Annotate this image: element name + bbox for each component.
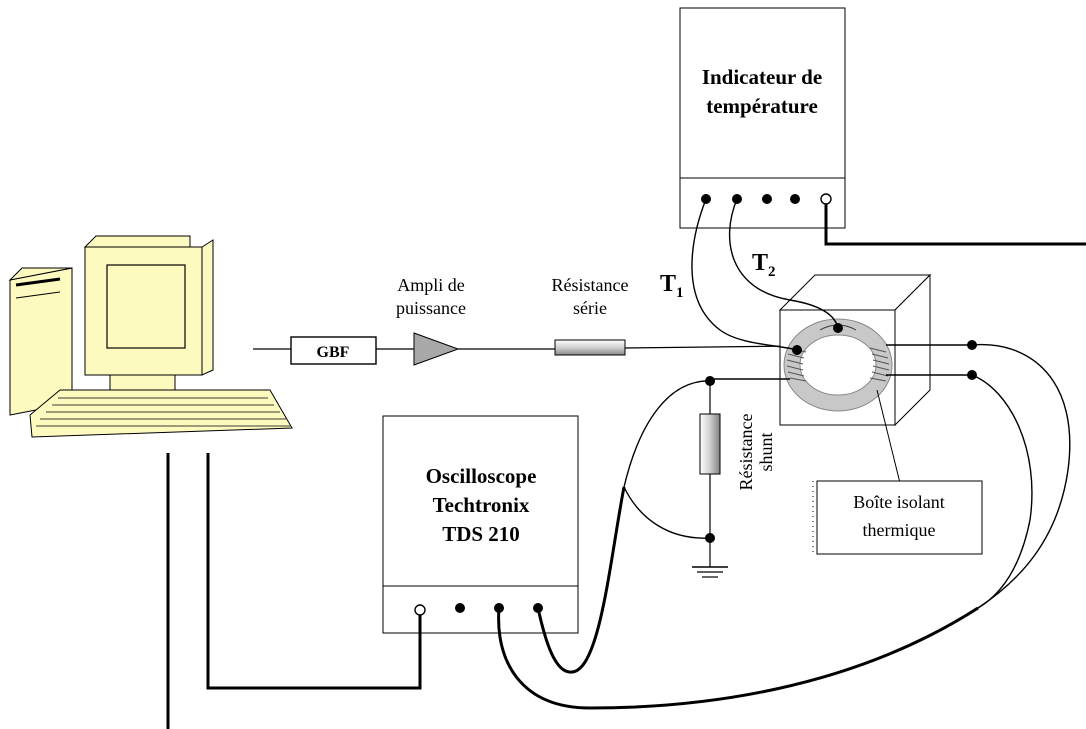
thermocouple-t1-wire xyxy=(691,198,798,351)
shunt-resistance-label-line1: Résistance xyxy=(736,414,756,491)
indicator-cable xyxy=(824,204,1086,246)
scope-ch1-cable xyxy=(497,606,979,710)
text-labels: Indicateur de température GBF Ampli de p… xyxy=(317,65,945,546)
box-label-line2: thermique xyxy=(863,520,936,540)
series-resistance-label-line2: série xyxy=(573,298,607,318)
box-label-line1: Boîte isolant xyxy=(853,492,945,512)
computer-scope-cable xyxy=(206,453,422,690)
computer-monitor xyxy=(83,235,214,392)
series-resistor xyxy=(554,339,626,356)
t1-junction xyxy=(792,345,802,355)
indicator-title-line1: Indicateur de xyxy=(702,65,822,89)
ampli-label-line2: puissance xyxy=(396,298,466,318)
oscilloscope-terminal-2 xyxy=(455,603,465,613)
computer xyxy=(8,235,293,438)
ampli-label-line1: Ampli de xyxy=(397,275,465,295)
shunt-resistor xyxy=(699,413,721,475)
shunt-resistance-label-line2: shunt xyxy=(756,432,776,471)
temperature-indicator xyxy=(679,7,846,229)
oscilloscope-title-line1: Oscilloscope xyxy=(426,464,537,488)
toroid-sample xyxy=(783,318,893,412)
series-resistance-label-line1: Résistance xyxy=(552,275,629,295)
oscilloscope xyxy=(382,415,579,634)
scope-ch2-cable xyxy=(536,486,626,674)
power-amplifier-triangle xyxy=(413,332,460,366)
indicator-title-line2: température xyxy=(706,94,818,118)
computer-keyboard xyxy=(29,389,293,438)
oscilloscope-ext-input xyxy=(414,604,426,616)
t1-label: T1 xyxy=(660,271,684,301)
wires xyxy=(166,198,1086,729)
signal-chain xyxy=(253,332,796,366)
indicator-terminal-3 xyxy=(762,194,772,204)
oscilloscope-title-line2: Techtronix xyxy=(433,493,530,517)
box-label-frame xyxy=(816,480,983,555)
box-leader-line xyxy=(876,389,901,484)
indicator-terminal-5 xyxy=(820,193,832,205)
oscilloscope-title-line3: TDS 210 xyxy=(442,522,520,546)
gbf-label: GBF xyxy=(317,344,350,361)
gbf-box xyxy=(290,336,377,365)
t2-junction xyxy=(833,323,843,333)
t2-label: T2 xyxy=(752,250,776,280)
thermocouple-t2-wire xyxy=(728,198,839,329)
indicator-terminal-4 xyxy=(790,194,800,204)
